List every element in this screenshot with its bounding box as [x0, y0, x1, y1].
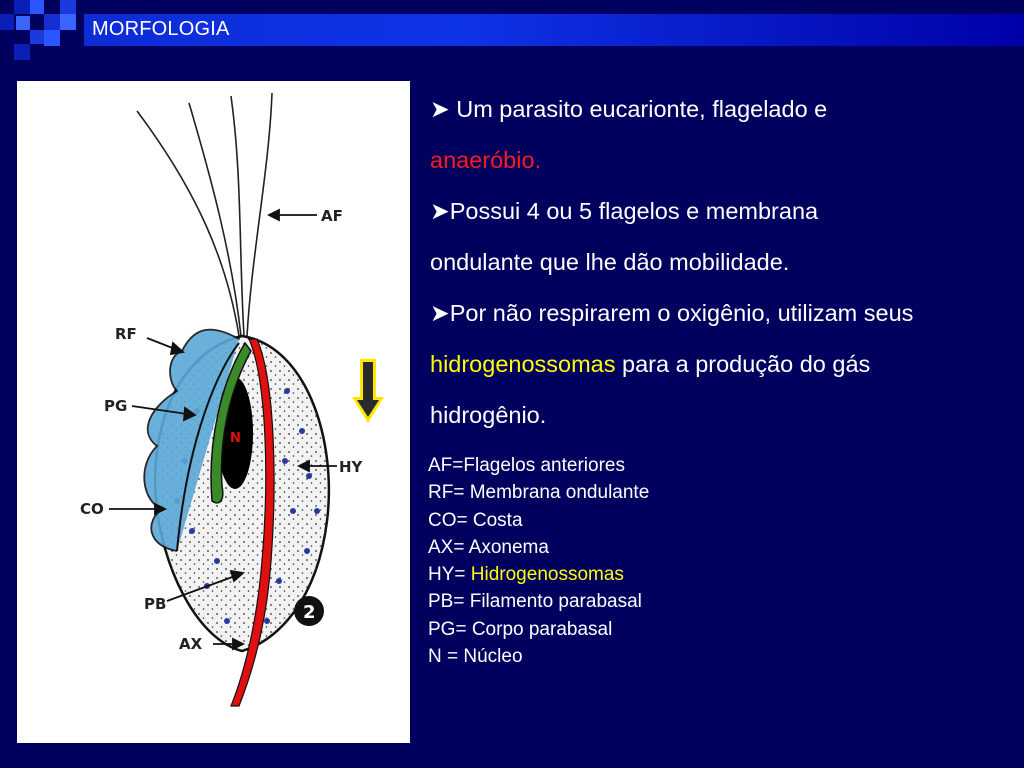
bullet-1-continued: anaeróbio. [430, 147, 542, 173]
legend-pg: PG= Corpo parabasal [428, 618, 613, 640]
legend-rf: RF= Membrana ondulante [428, 482, 650, 504]
hydrogenosomes-highlight: hidrogenossomas [430, 351, 616, 377]
parabasal-body [210, 341, 252, 504]
label-af: AF [321, 207, 343, 225]
legend-pb: PB= Filamento parabasal [428, 591, 642, 613]
slide-title: MORFOLOGIA [92, 18, 230, 40]
label-pg: PG [104, 397, 127, 415]
label-n: N [230, 431, 241, 446]
legend-af: AF=Flagelos anteriores [428, 455, 625, 476]
bullet-arrow-icon: ➤ [430, 300, 450, 326]
down-arrow-icon [352, 359, 384, 423]
bullet-3: ➤Por não respirarem o oxigênio, utilizam… [430, 300, 914, 326]
bullet-2-continued: ondulante que lhe dão mobilidade. [430, 249, 790, 275]
anterior-flagella [136, 92, 273, 337]
corner-decoration [0, 0, 80, 62]
bullet-arrow-icon: ➤ [430, 96, 450, 122]
bullet-arrow-icon: ➤ [430, 198, 450, 224]
bullet-3-end: hidrogênio. [430, 402, 547, 428]
title-bar [84, 14, 1024, 46]
label-ax: AX [179, 635, 203, 653]
figure-number: 2 [303, 602, 316, 623]
label-rf: RF [115, 325, 137, 343]
legend: AF=Flagelos anteriores RF= Membrana ondu… [428, 452, 649, 670]
label-pb: PB [144, 595, 166, 613]
legend-ax: AX= Axonema [428, 536, 549, 558]
label-co: CO [80, 500, 104, 518]
bullet-list: ➤ Um parasito eucarionte, flagelado e an… [430, 84, 1020, 441]
legend-co: CO= Costa [428, 509, 523, 531]
trichomonas-illustration: AF RF PG CO HY PB AX N 2 [17, 81, 410, 743]
figure-number-badge [294, 596, 324, 626]
legend-n: N = Núcleo [428, 646, 523, 668]
bullet-1: ➤ Um parasito eucarionte, flagelado e [430, 96, 828, 122]
bullet-3-continued: hidrogenossomas para a produção do gás [430, 351, 871, 377]
label-hy: HY [339, 458, 364, 476]
axostyle [230, 338, 275, 707]
legend-hy: HY= Hidrogenossomas [428, 564, 624, 586]
trichomonas-diagram: AF RF PG CO HY PB AX N 2 [80, 92, 364, 707]
bullet-2: ➤Possui 4 ou 5 flagelos e membrana [430, 198, 819, 224]
